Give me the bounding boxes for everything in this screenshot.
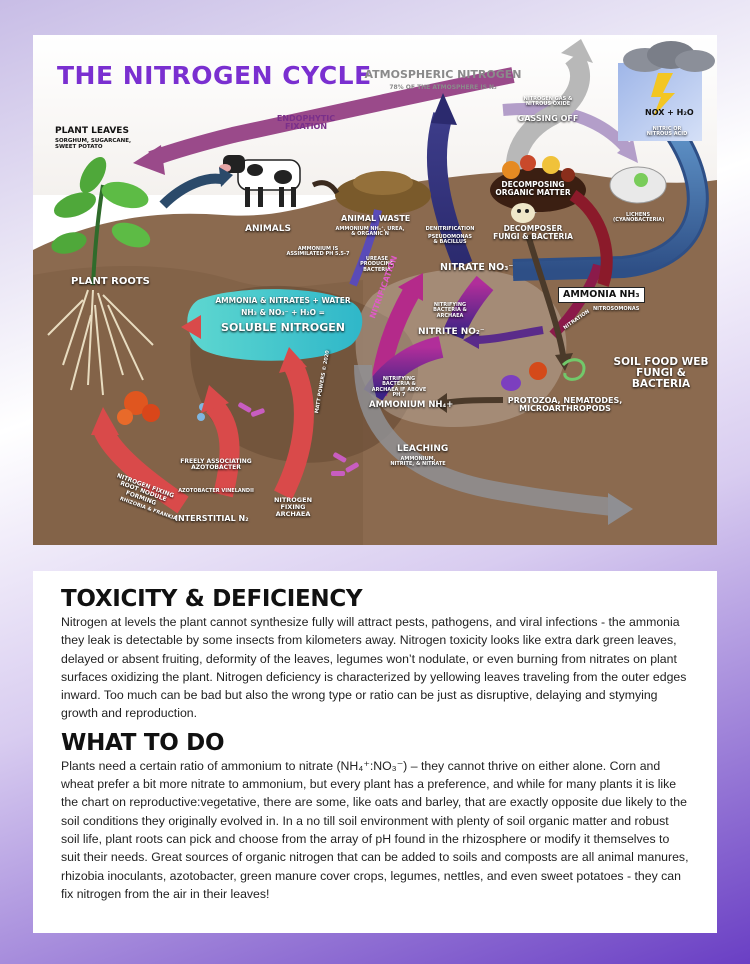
nitric-acid-note: NITRIC OR NITROUS ACID <box>646 126 688 138</box>
decomposer-fungi-label: DECOMPOSER FUNGI & BACTERIA <box>493 224 573 241</box>
nitrogen-cycle-diagram: THE NITROGEN CYCLE ATMOSPHERIC NITROGEN … <box>33 35 717 545</box>
nitrifying-note-1: NITRIFYING BACTERIA & ARCHAEA <box>433 302 467 319</box>
endophytic-fixation-label: ENDOPHYTIC FIXATION <box>276 114 336 132</box>
nitrate-label: NITRATE NO₃⁻ <box>440 262 514 273</box>
urease-bacteria-note: UREASE PRODUCING BACTERIA <box>360 256 394 273</box>
soluble-line2: NH₃ & NO₃⁻ + H₂O = <box>241 308 325 317</box>
leaching-sub: AMMONIUM, NITRITE, & NITRATE <box>390 456 446 468</box>
text-panel: TOXICITY & DEFICIENCY Nitrogen at levels… <box>33 571 717 933</box>
nox-label: NOx + H₂O <box>645 108 694 117</box>
what-to-do-paragraph: Plants need a certain ratio of ammonium … <box>61 758 689 901</box>
gassing-off-label: GASSING OFF <box>517 114 579 123</box>
fixing-archaea-label: NITROGEN FIXING ARCHAEA <box>273 496 313 518</box>
ammonia-label: AMMONIA NH₃ <box>558 287 645 303</box>
animal-waste-sub: AMMONIUM NH₄⁺, UREA, & ORGANIC N <box>335 226 405 238</box>
atmospheric-nitrogen-sub: 78% OF THE ATMOSPHERE IS N₂ <box>389 84 497 91</box>
decomposing-organic-matter-label: DECOMPOSING ORGANIC MATTER <box>495 180 571 197</box>
denitrification-sub: PSEUDOMONAS & BACILLUS <box>427 234 473 246</box>
toxicity-heading: TOXICITY & DEFICIENCY <box>61 586 363 612</box>
nitrosomonas-label: NITROSOMONAS <box>593 306 640 312</box>
cloud-icon <box>618 41 715 141</box>
plant-icon <box>51 156 151 286</box>
freely-associating-label: FREELY ASSOCIATING AZOTOBACTER <box>180 458 252 472</box>
roots-icon <box>47 289 154 396</box>
lichens-label: LICHENS (CYANOBACTERIA) <box>613 212 665 224</box>
diagram-artwork <box>33 35 717 545</box>
leaching-label: LEACHING <box>397 444 449 454</box>
gassing-off-note: NITROGEN GAS & NITROUS OXIDE <box>523 96 573 108</box>
what-to-do-heading: WHAT TO DO <box>61 729 225 756</box>
nitrifying-note-2: NITRIFYING BACTERIA & ARCHAEA IF ABOVE P… <box>371 376 427 398</box>
denitrification-label: DENITRIFICATION <box>425 226 475 232</box>
ammonium-label: AMMONIUM NH₄+ <box>369 400 454 410</box>
atmospheric-nitrogen-title: ATMOSPHERIC NITROGEN <box>364 68 522 81</box>
nitrite-label: NITRITE NO₂⁻ <box>418 327 485 337</box>
plant-roots-label: PLANT ROOTS <box>71 276 150 287</box>
freely-associating-sub: AZOTOBACTER VINELANDII <box>178 488 254 494</box>
ammonium-assimilated-note: AMMONIUM IS ASSIMILATED PH 5.5-7 <box>286 246 350 258</box>
toxicity-paragraph: Nitrogen at levels the plant cannot synt… <box>61 615 687 721</box>
plant-leaves-sub: SORGHUM, SUGARCANE, SWEET POTATO <box>55 138 132 150</box>
soil-food-web-label: SOIL FOOD WEB FUNGI & BACTERIA <box>613 356 709 391</box>
soluble-nitrogen-label: SOLUBLE NITROGEN <box>221 321 345 334</box>
animals-label: ANIMALS <box>245 224 291 234</box>
cow-icon <box>219 155 301 207</box>
interstitial-label: INTERSTITIAL N₂ <box>175 514 249 523</box>
plant-leaves-title: PLANT LEAVES <box>55 126 129 136</box>
protozoa-label: PROTOZOA, NEMATODES, MICROARTHROPODS <box>507 396 623 414</box>
soluble-line1: AMMONIA & NITRATES + WATER <box>215 296 351 305</box>
animal-waste-title: ANIMAL WASTE <box>341 214 411 223</box>
diagram-title: THE NITROGEN CYCLE <box>57 61 372 90</box>
